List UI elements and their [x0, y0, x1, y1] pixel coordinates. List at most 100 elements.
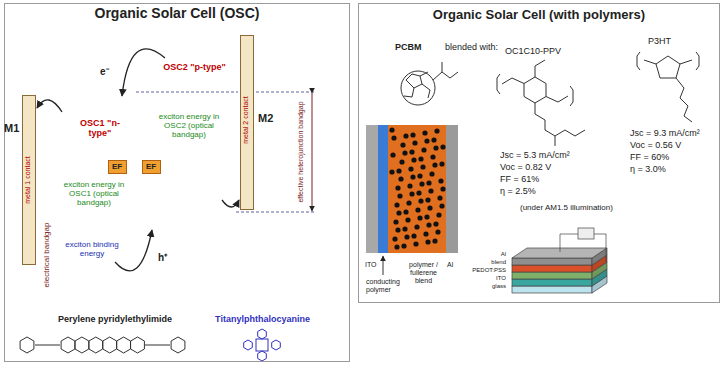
performance-value: Voc = 0.82 V — [500, 162, 600, 172]
fullerene-dot — [390, 152, 395, 157]
ring — [258, 351, 267, 361]
fullerene-dot — [423, 231, 428, 236]
binding-energy-label: exciton binding energy — [56, 240, 128, 258]
fullerene-dot — [396, 210, 401, 215]
fullerene-dot — [430, 154, 435, 159]
fullerene-dot — [417, 215, 422, 220]
material-label: OSC2 "p-type" — [162, 62, 227, 72]
fullerene-dot — [389, 169, 394, 174]
metal-contact: metal 1 contact — [22, 95, 36, 265]
fullerene-dot — [403, 209, 408, 214]
molecule-name: OC1C10-PPV — [505, 46, 580, 56]
ring — [244, 340, 253, 350]
layer-name: blend — [466, 259, 506, 266]
ring — [258, 329, 267, 339]
fullerene-dot — [422, 130, 427, 135]
p3ht-structure — [637, 52, 699, 122]
fullerene-dot — [436, 212, 441, 217]
transfer-arrows — [37, 49, 239, 271]
fullerene-dot — [403, 133, 408, 138]
fullerene-dot — [411, 233, 416, 238]
fullerene-dot — [395, 227, 400, 232]
bandgap-label: effective heterojunction bandgap — [297, 92, 305, 212]
fullerene-dot — [394, 202, 399, 207]
fullerene-dot — [410, 132, 415, 137]
fullerene-dot — [438, 178, 443, 183]
semiconductor-band: OSC2 "p-type" exciton energy in OSC2 (opt… — [135, 30, 236, 246]
fullerene-dot — [412, 140, 417, 145]
fullerene-dot — [439, 161, 444, 166]
fullerene-dot — [432, 238, 437, 243]
charge-label: e⁻ — [100, 66, 116, 78]
fullerene-dot — [409, 149, 414, 154]
fullerene-dot — [398, 176, 403, 181]
fullerene-dot — [424, 214, 429, 219]
ring — [75, 337, 89, 353]
fullerene-dot — [416, 190, 421, 195]
fullerene-dot — [400, 142, 405, 147]
performance-value: Jsc = 9.3 mA/cm² — [630, 128, 718, 138]
layer-name: Al — [466, 251, 506, 258]
fullerene-dot — [435, 229, 440, 234]
layer-name: ITO — [466, 275, 506, 282]
ring — [272, 340, 281, 350]
fullerene-dot — [393, 219, 398, 224]
contact-name: M2 — [258, 112, 280, 125]
fullerene-dot — [428, 188, 433, 193]
band-outline — [135, 30, 235, 245]
ring — [131, 337, 145, 353]
ring — [103, 337, 117, 353]
molecule-name: PCBM — [395, 42, 435, 52]
bandgap-bracket — [312, 93, 313, 211]
fullerene-dot — [431, 137, 436, 142]
fullerene-dot — [433, 145, 438, 150]
exciton-label: exciton energy in OSC1 (optical bandgap) — [58, 180, 130, 208]
fullerene-dot — [440, 144, 445, 149]
performance-value: η = 2.5% — [500, 186, 600, 196]
slide-title: Organic Solar Cell (OSC) — [4, 5, 350, 21]
fullerene-dot — [432, 162, 437, 167]
bandgap-label: electrical bandgap — [42, 210, 51, 300]
fullerene-dot — [424, 138, 429, 143]
fullerene-dot — [399, 159, 404, 164]
fullerene-dot — [425, 197, 430, 202]
fullerene-dot — [434, 128, 439, 133]
ring — [61, 337, 75, 353]
fullerene-dot — [404, 234, 409, 239]
contact-label: metal 1 contact — [24, 110, 32, 250]
fullerene-dot — [409, 191, 414, 196]
molecule-name: Perylene pyridylethylimide — [40, 314, 190, 324]
contact-label: metal 2 contact — [242, 45, 250, 195]
molecule-name: P3HT — [648, 36, 688, 46]
fullerene-dot — [395, 185, 400, 190]
fullerene-dot — [407, 183, 412, 188]
device-3d — [512, 228, 607, 293]
layer-name: glass — [466, 283, 506, 290]
fullerene-dot — [414, 224, 419, 229]
layer-name: conducting polymer — [366, 278, 410, 294]
fullerene-dot — [439, 203, 444, 208]
fullerene-dot — [419, 181, 424, 186]
note-text: (under AM1.5 illumination) — [520, 203, 680, 212]
fullerene-dot — [392, 236, 397, 241]
fullerene-dot — [417, 173, 422, 178]
exciton-label: exciton energy in OSC2 (optical bandgap) — [150, 112, 228, 140]
fullerene-dot — [433, 221, 438, 226]
level-lines — [136, 92, 316, 212]
metal-contact: metal 2 contact — [240, 35, 254, 210]
fullerene-dot — [397, 193, 402, 198]
fullerene-dot — [425, 239, 430, 244]
ring — [89, 337, 103, 353]
molecule-drawings — [20, 329, 280, 361]
fullerene-dot — [427, 205, 432, 210]
fullerene-dot — [418, 156, 423, 161]
contact-name: M1 — [4, 122, 22, 135]
fullerene-dot — [391, 135, 396, 140]
performance-value: FF = 60% — [630, 152, 718, 162]
pcbm-molecule — [401, 62, 458, 105]
ring — [171, 337, 185, 353]
fullerene-dot — [418, 198, 423, 203]
fullerene-dot — [405, 217, 410, 222]
layer-name: Al — [447, 261, 461, 269]
layer-name: ITO — [365, 261, 381, 269]
